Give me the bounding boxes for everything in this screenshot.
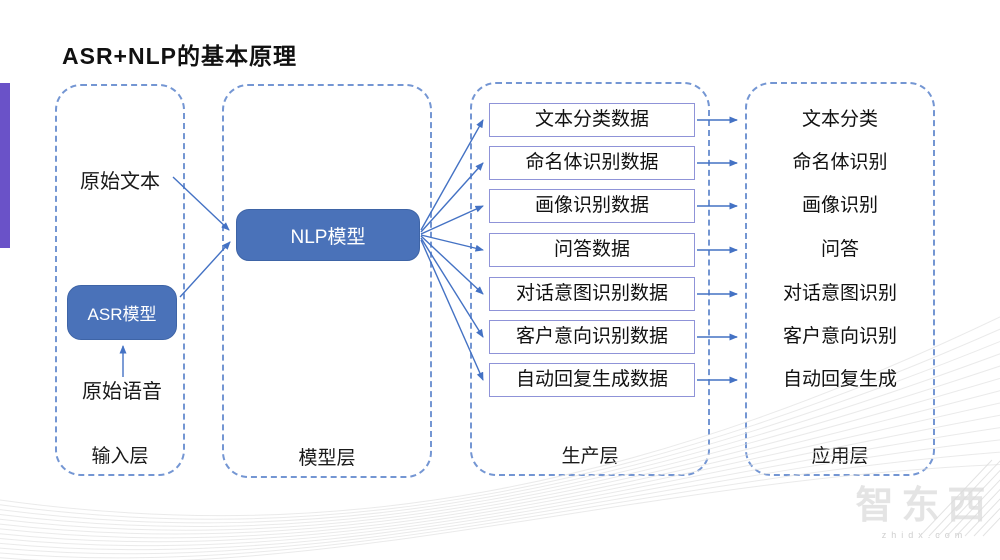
production-box-customer-intent-data: 客户意向识别数据 [489, 320, 695, 354]
application-item-auto-reply: 自动回复生成 [782, 369, 897, 390]
production-box-text-classification-data: 文本分类数据 [489, 103, 695, 137]
application-item-text-classification: 文本分类 [801, 109, 878, 130]
raw-text-node: 原始文本 [80, 171, 160, 193]
input-layer-column: 输入层 [55, 84, 185, 476]
asr-model-node: ASR模型 [67, 285, 177, 340]
production-box-ner-data: 命名体识别数据 [489, 146, 695, 180]
application-layer-column: 应用层 [745, 82, 935, 476]
page-title: ASR+NLP的基本原理 [62, 43, 297, 70]
production-box-dialog-intent-data: 对话意图识别数据 [489, 277, 695, 311]
raw-speech-node: 原始语音 [82, 381, 162, 403]
watermark: 智东西 zhidx.com [852, 485, 997, 540]
model-layer-column: 模型层 [222, 84, 432, 478]
application-item-qa: 问答 [820, 239, 859, 260]
model-layer-label: 模型层 [298, 448, 356, 469]
nlp-model-node: NLP模型 [236, 209, 420, 261]
production-box-qa-data: 问答数据 [489, 233, 695, 267]
application-layer-label: 应用层 [811, 446, 869, 467]
production-box-profile-recognition-data: 画像识别数据 [489, 189, 695, 223]
production-layer-label: 生产层 [561, 446, 619, 467]
watermark-brand: 智东西 [855, 485, 994, 527]
application-item-customer-intent: 客户意向识别 [782, 326, 897, 347]
left-accent-bar [0, 83, 10, 248]
input-layer-label: 输入层 [91, 446, 149, 467]
production-box-auto-reply-data: 自动回复生成数据 [489, 363, 695, 397]
application-item-profile-recognition: 画像识别 [801, 195, 878, 216]
watermark-site: zhidx.com [881, 529, 968, 540]
application-item-dialog-intent: 对话意图识别 [782, 283, 897, 304]
application-item-ner: 命名体识别 [792, 152, 888, 173]
